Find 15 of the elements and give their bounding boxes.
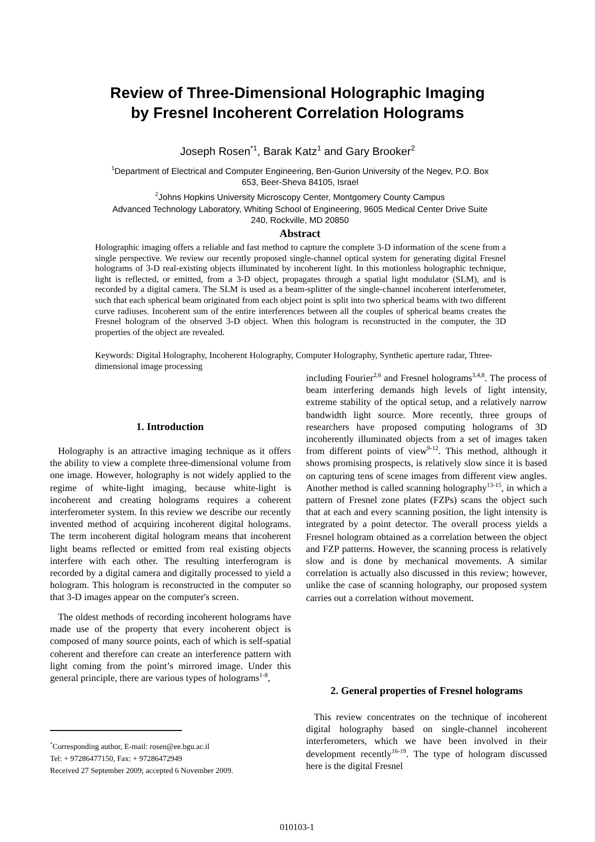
affiliation-text: Advanced Technology Laboratory, Whiting School of Engineering, 9605 Medical Center Drive Suite 240, Rockville, MD 20850 — [111, 204, 489, 226]
abstract-paragraph: Holographic imaging offers a reliable and fast method to capture the complete 3-D information of the scene from a single perspective. We review our recently proposed single-channel optical system for generating digital Fresnel holograms of 3-D real-existing objects illuminated by incoherent light. In this motionless holographic technique, light is reflected, or emitted, from a 3-D object, propagates through a spatial light modulator (SLM), and is recorded by a digital camera. The SLM is used as a beam-splitter of the single-channel incoherent interferometer, such that each spherical beam originated from each object point is split into two spherical beams with two different curve radiuses. Incoherent sum of the entire interferences between all the couples of spherical beams creates the Fresnel hologram of the observed 3-D object. When this hologram is reconstructed in the computer, the 3D properties of the object are revealed. — [95, 242, 506, 338]
page-number: 010103-1 — [278, 822, 316, 832]
section-heading: 1. Introduction — [135, 422, 205, 433]
keywords-text: Keywords: Digital Holography, Incoherent Holography, Computer Holography, Synthetic aperture radar, Three-dimensional image processing — [95, 350, 494, 372]
body-paragraph: including Fourier$^{2,6}$ and Fresnel holograms$^{3,4,8}$. The process of beam interfering demands high levels of light intensity, extreme stability of the optical setup, and a relatively narrow bandwidth light source. More recently, three groups of researchers have proposed computing holograms of 3D incoherently illuminated objects from a set of images taken from different points of view$^{9-12}$. This method, although it shows promising prospects, is relatively slow since it is based on capturing tens of scene images from different view angles. Another method is called scanning holography$^{13-15}$, in which a pattern of Fresnel zone plates (FZPs) scans the object such that at each and every scanning position, the light intensity is integrated by a point detector. The overall process yields a Fresnel hologram obtained as a correlation between the object and FZP patterns. However, the scanning process is relatively slow and is done by mechanical movements. A similar correlation is actually also discussed in this review; however, unlike the case of scanning holography, our proposed system carries out a correlation without movement. — [306, 373, 547, 605]
affiliation-text: $^{2}$Johns Hopkins University Microscopy Center, Montgomery County Campus — [154, 192, 446, 203]
body-paragraph: This review concentrates on the technique of incoherent digital holography based on single-channel incoherent interferometers, which we have been involved in their development recently$^{16-19}$. The type of hologram discussed here is the digital Fresnel — [306, 712, 547, 774]
section-heading: 2. General properties of Fresnel holograms — [329, 686, 524, 697]
body-paragraph: Holography is an attractive imaging technique as it offers the ability to view a complete three-dimensional volume from one image. However, holography is not widely applied to the regime of white-light imaging, because white-light is incoherent and creating holograms requires a coherent interferometer system. In this review we describe our recently invented method of acquiring incoherent digital holograms. The term incoherent digital hologram means that incoherent light beams reflected or emitted from real existing objects interfere with each other. The resulting interferogram is recorded by a digital camera and digitally processed to yield a hologram. This hologram is reconstructed in the computer so that 3-D images appear on the computer's screen. — [50, 446, 291, 605]
abstract-heading: Abstract — [278, 228, 322, 240]
paper-title: Review of Three-Dimensional Holographic Imaging by Fresnel Incoherent Correlation Holograms — [110, 84, 485, 124]
affiliation-text: $^{1}$Department of Electrical and Computer Engineering, Ben-Gurion University of the Negev, P.O. Box 653, Beer-Sheva 84105, Israel — [110, 166, 490, 188]
author-list: Joseph Rosen$^{*1}$, Barak Katz$^{1}$ and Gary Brooker$^{2}$ — [90, 146, 505, 158]
body-paragraph: The oldest methods of recording incoherent holograms have made use of the property that every incoherent object is composed of many source points, each of which is self-spatial coherent and therefore can create an interference pattern with light coming from the point’s mirrored image. Under this general principle, there are various types of holograms$^{1-8}$, — [50, 612, 291, 686]
